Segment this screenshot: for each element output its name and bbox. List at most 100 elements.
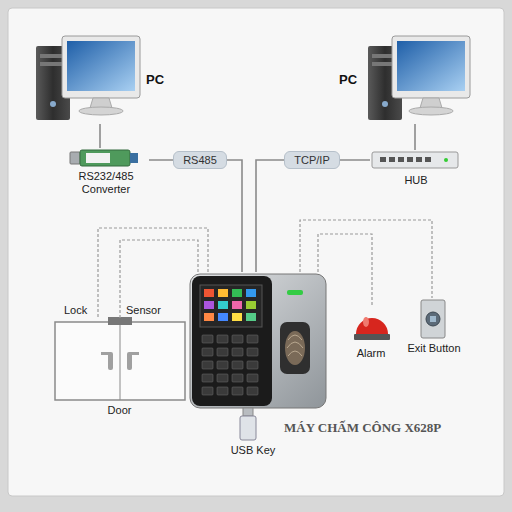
terminal-illustration-part (246, 289, 256, 297)
terminal-illustration-part (285, 331, 305, 365)
pc-icon-part (382, 101, 388, 107)
terminal-illustration-part-part (217, 374, 228, 382)
terminal-illustration-part-part (202, 348, 213, 356)
hub-icon-part (407, 157, 413, 162)
usb-key-icon-part (240, 416, 256, 440)
terminal-illustration-part-part (247, 374, 258, 382)
hub-icon-part (444, 158, 448, 162)
signal-wire (318, 234, 372, 305)
terminal-illustration-part (190, 274, 326, 408)
terminal-illustration-part (232, 289, 242, 297)
signal-wire (300, 220, 432, 298)
terminal-illustration-part-part (247, 387, 258, 395)
device-title: MÁY CHẤM CÔNG X628P (284, 420, 484, 436)
part-label: Sensor (126, 304, 161, 316)
terminal-illustration-part (204, 289, 214, 297)
terminal-illustration-part-part (247, 361, 258, 369)
converter-icon (70, 150, 138, 166)
hub-icon-part (398, 157, 404, 162)
node-label: Alarm (340, 347, 402, 360)
pc-icon-part (79, 107, 123, 115)
terminal-illustration-part-part (232, 374, 243, 382)
hub-icon-part (416, 157, 422, 162)
door-unit: Door (52, 318, 189, 420)
terminal-illustration-part-part (202, 374, 213, 382)
door-illustration (55, 317, 185, 400)
converter-icon-part (70, 152, 80, 164)
converter-icon-part (130, 153, 138, 163)
terminal-illustration-part-part (232, 348, 243, 356)
terminal-illustration-part (280, 322, 310, 374)
data-line (99, 124, 101, 148)
alarm-icon-part (356, 318, 388, 334)
pc-icon-part (397, 41, 465, 91)
node-label: RS232/485 Converter (65, 170, 147, 196)
terminal-illustration-part (218, 289, 228, 297)
terminal-illustration-part-part (217, 348, 228, 356)
door-illustration-part (101, 352, 111, 355)
converter-device: RS232/485 Converter (65, 148, 149, 210)
terminal-illustration-part (232, 301, 242, 309)
terminal-illustration (190, 274, 326, 408)
terminal-illustration-part (218, 301, 228, 309)
terminal-illustration-part (204, 301, 214, 309)
hub-icon-part (372, 152, 458, 168)
line-label: RS485 (173, 151, 227, 169)
pc-icon-part (50, 101, 56, 107)
data-line (149, 160, 242, 272)
usb-key-icon-part (243, 408, 253, 416)
exit-button-icon-part (430, 316, 436, 322)
terminal-illustration-part-part (232, 335, 243, 343)
converter-icon-part (86, 153, 110, 163)
node-label: PC (339, 72, 363, 88)
door-illustration-part (120, 322, 121, 400)
terminal-illustration-part (202, 335, 258, 395)
exit-button-icon-part (421, 300, 445, 338)
node-label: Exit Button (400, 342, 468, 355)
node-label: USB Key (228, 444, 278, 457)
pc-icon (36, 36, 140, 120)
pc-workstation: PC (335, 32, 475, 124)
hub-icon-part (389, 157, 395, 162)
terminal-illustration-part-part (247, 348, 258, 356)
terminal-illustration-part (287, 335, 303, 356)
node-label: PC (146, 72, 170, 88)
exit-button-icon-part (426, 312, 440, 326)
pc-icon-part (67, 41, 135, 91)
exit-button-icon (421, 300, 445, 338)
node-label: Door (52, 404, 187, 417)
pc-icon-part (409, 107, 453, 115)
part-label: Lock (64, 304, 87, 316)
pc-icon-part (62, 36, 140, 98)
usb-key: USB Key (228, 410, 280, 462)
background-frame-part (8, 8, 504, 496)
terminal-illustration-part-part (202, 387, 213, 395)
terminal-illustration-part (246, 301, 256, 309)
terminal-illustration-part (232, 313, 242, 321)
terminal-illustration-part (204, 313, 214, 321)
data-line (414, 124, 416, 150)
alarm-icon-part (363, 317, 369, 327)
terminal-illustration-part-part (232, 387, 243, 395)
node-label: HUB (370, 174, 462, 187)
pc-icon-part (392, 36, 470, 98)
terminal-illustration-part-part (202, 361, 213, 369)
exit-button: Exit Button (400, 298, 470, 363)
signal-wire (120, 240, 198, 318)
alarm-device: Alarm (340, 305, 404, 363)
line-label: TCP/IP (284, 151, 339, 169)
terminal-illustration-part-part (217, 361, 228, 369)
terminal-illustration-part (287, 290, 303, 295)
hub-icon-part (425, 157, 431, 162)
signal-wire (98, 228, 208, 318)
terminal-illustration-part-part (217, 387, 228, 395)
terminal-illustration-part (192, 276, 272, 406)
door-illustration-part (129, 352, 139, 355)
terminal-illustration-part (218, 313, 228, 321)
usb-key-icon (240, 408, 256, 440)
converter-icon-part (80, 150, 130, 166)
terminal-illustration-part-part (232, 361, 243, 369)
